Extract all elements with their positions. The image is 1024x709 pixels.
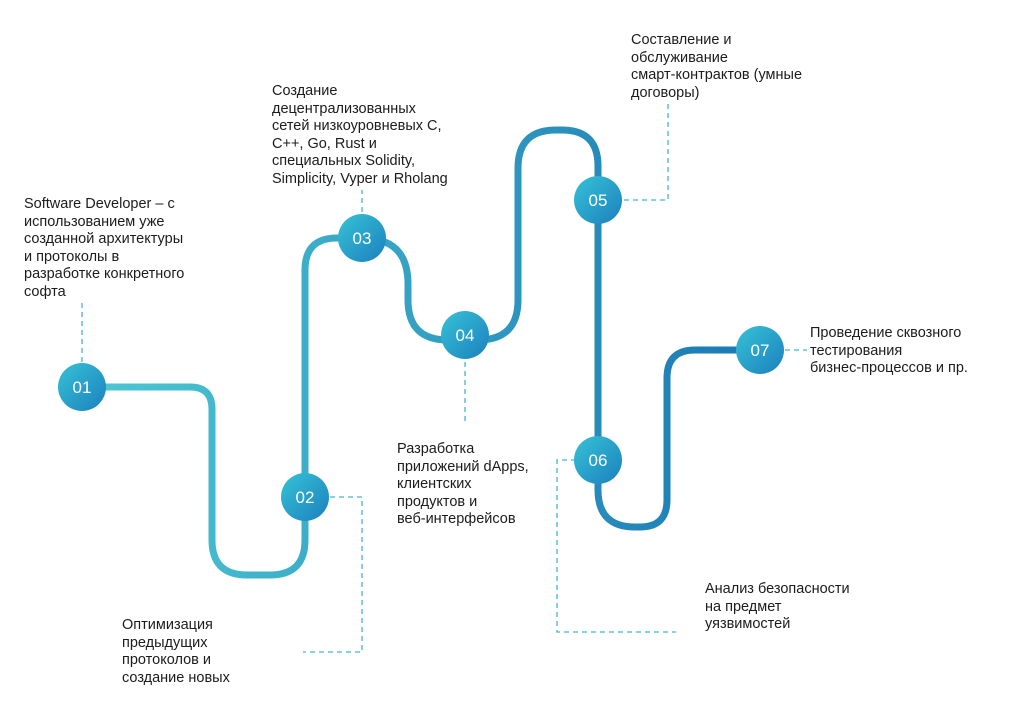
step-circle [338, 214, 386, 262]
step-number: 03 [353, 229, 372, 248]
step-02-label: Оптимизация предыдущих протоколов и созд… [122, 617, 230, 686]
step-01-label: Software Developer – с использованием уж… [24, 196, 185, 300]
step-circle [574, 436, 622, 484]
step-node-02: 02 [281, 473, 329, 521]
step-number: 06 [589, 451, 608, 470]
step-node-01: 01 [58, 363, 106, 411]
step-nodes: 01 02 03 04 05 06 07 [58, 176, 784, 521]
step-04-label: Разработка приложений dApps, клиентских … [397, 441, 529, 527]
step-number: 01 [73, 378, 92, 397]
step-circle [736, 326, 784, 374]
step-node-07: 07 [736, 326, 784, 374]
step-number: 05 [589, 191, 608, 210]
connector-06 [556, 459, 676, 633]
step-number: 04 [456, 326, 475, 345]
step-circle [58, 363, 106, 411]
connector-lines [81, 100, 807, 653]
step-circle [574, 176, 622, 224]
step-07-label: Проведение сквозного тестирования бизнес… [810, 325, 968, 376]
step-circle [281, 473, 329, 521]
step-number: 07 [751, 341, 770, 360]
step-node-04: 04 [441, 311, 489, 359]
connector-02 [303, 496, 363, 653]
step-05-label: Составление и обслуживание смарт-контрак… [631, 32, 803, 101]
step-03-label: Создание децентрализованных сетей низкоу… [272, 83, 448, 187]
step-number: 02 [296, 488, 315, 507]
step-06-label: Анализ безопасности на предмет уязвимост… [705, 581, 850, 632]
step-circle [441, 311, 489, 359]
step-node-03: 03 [338, 214, 386, 262]
step-node-05: 05 [574, 176, 622, 224]
step-node-06: 06 [574, 436, 622, 484]
connector-05 [624, 100, 669, 201]
